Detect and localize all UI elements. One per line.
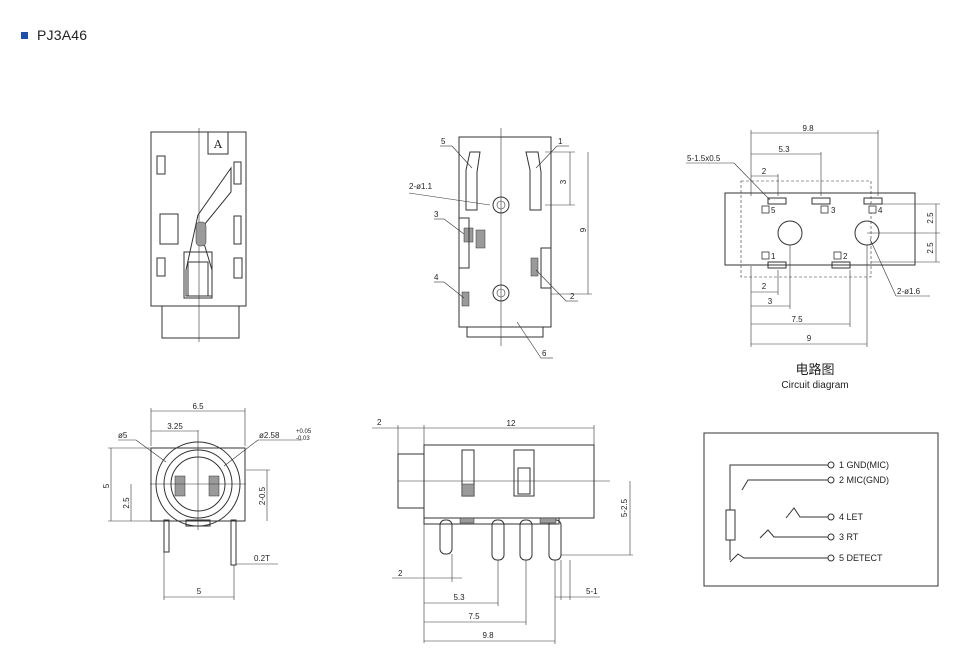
front-hole-dim: 2-ø1.1 (409, 182, 433, 191)
schematic-label-4: 4 LET (839, 512, 864, 522)
end-dim-2-0-5: 2-0.5 (258, 486, 267, 505)
front-callout-2: 2 (570, 292, 575, 301)
schematic-label-5: 5 DETECT (839, 553, 883, 563)
end-dim-6-5: 6.5 (192, 402, 204, 411)
pcb-dim-9-8: 9.8 (802, 124, 814, 133)
end-dim-3-25: 3.25 (167, 422, 183, 431)
side-view-letter: A (213, 138, 223, 151)
pcb-dim-7-5: 7.5 (791, 315, 803, 324)
pcb-hole-dim: 2-ø1.6 (897, 287, 921, 296)
end-dim-5-bottom: 5 (197, 587, 202, 596)
bottom-dim-5-2-5: 5-2.5 (620, 498, 629, 517)
end-tol-minus: -0.03 (296, 436, 310, 442)
pcb-pin-3: 3 (831, 206, 836, 215)
schematic-view: 1 GND(MIC) 2 MIC(GND) 4 LET 3 RT 5 DETEC… (703, 432, 939, 587)
bottom-view: 12 2 5-2.5 2 5.3 5-1 7.5 9.8 (372, 418, 633, 644)
front-callout-5: 5 (441, 137, 446, 146)
front-dim-3: 3 (559, 179, 568, 184)
end-dim-o2-58: ø2.58 (259, 431, 280, 440)
bottom-dim-2-left: 2 (398, 569, 403, 578)
pcb-pin-1: 1 (771, 252, 776, 261)
schematic-label-2: 2 MIC(GND) (839, 475, 889, 485)
pcb-dim-2-5-b: 2.5 (926, 242, 935, 254)
end-view: 6.5 3.25 ø5 ø2.58 +0.05 -0.03 5 2.5 2-0.… (102, 402, 312, 600)
front-callout-3: 3 (434, 210, 439, 219)
bottom-dim-5-3: 5.3 (453, 593, 465, 602)
bottom-dim-9-8: 9.8 (482, 631, 494, 640)
pcb-dim-2-top: 2 (762, 167, 767, 176)
front-callout-4: 4 (434, 273, 439, 282)
end-dim-2-5: 2.5 (122, 497, 131, 509)
schematic-label-1: 1 GND(MIC) (839, 460, 889, 470)
pcb-dim-3: 3 (768, 297, 773, 306)
pcb-dim-2-5-a: 2.5 (926, 212, 935, 224)
end-dim-o5: ø5 (118, 431, 128, 440)
front-view: 2-ø1.1 3 9 5 1 3 4 2 6 (408, 128, 592, 359)
side-view: A (150, 128, 247, 342)
bottom-dim-2-top: 2 (377, 418, 382, 427)
schematic-label-3: 3 RT (839, 532, 859, 542)
pcb-pin-2: 2 (843, 252, 848, 261)
bottom-dim-7-5: 7.5 (468, 612, 480, 621)
circuit-caption-en: Circuit diagram (781, 380, 848, 391)
pcb-pin-4: 4 (878, 206, 883, 215)
circuit-caption-cn: 电路图 (795, 362, 834, 378)
pcb-pin-5: 5 (771, 206, 776, 215)
pcb-slot-dim: 5-1.5x0.5 (687, 154, 721, 163)
front-callout-6: 6 (542, 349, 547, 358)
part-code-title: PJ3A46 (37, 27, 88, 43)
title-bullet-icon (21, 31, 28, 39)
pcb-layout-view: 5 3 4 1 2 9.8 5.3 2 5-1.5x0.5 2.5 2.5 2 (686, 124, 940, 391)
end-dim-5-left: 5 (102, 483, 111, 488)
front-callout-1: 1 (558, 137, 563, 146)
sheet-header: PJ3A46 (21, 27, 87, 43)
end-tol-plus: +0.05 (296, 429, 312, 435)
front-dim-9: 9 (579, 227, 588, 232)
end-dim-0-2t: 0.2T (254, 554, 270, 563)
bottom-dim-5-1: 5-1 (586, 587, 598, 596)
bottom-dim-12: 12 (507, 419, 516, 428)
pcb-dim-2-bottom: 2 (762, 282, 767, 291)
pcb-dim-9: 9 (807, 334, 812, 343)
pcb-dim-5-3: 5.3 (778, 145, 790, 154)
